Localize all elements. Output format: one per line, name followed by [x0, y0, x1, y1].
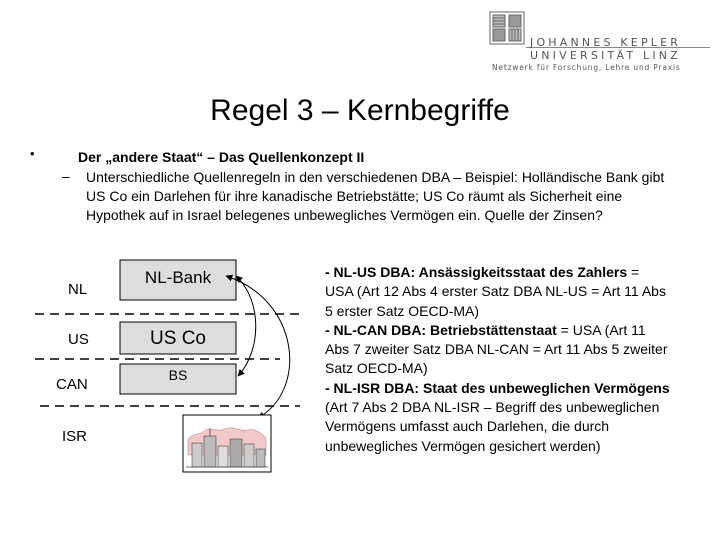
logo-text-line2: UNIVERSITÄT LINZ: [530, 49, 681, 62]
nl-bank-label: NL-Bank: [144, 268, 212, 287]
country-label-can: CAN: [56, 376, 88, 393]
bullet-marker: •: [30, 146, 35, 161]
source-diagram: [35, 259, 300, 473]
nl-can-heading: - NL-CAN DBA: Betriebstättenstaat: [325, 321, 557, 338]
sub-bullet-marker: –: [62, 168, 70, 184]
logo-text-line1: JOHANNES KEPLER: [530, 36, 682, 49]
nl-us-heading: - NL-US DBA: Ansässigkeitsstaat des Zahl…: [325, 264, 628, 280]
country-label-us: US: [68, 331, 89, 348]
us-co-box: [119, 321, 237, 355]
nl-isr-heading: - NL-ISR DBA: Staat des unbeweglichen Ve…: [325, 379, 670, 396]
nl-isr-paragraph: - NL-ISR DBA: Staat des unbeweglichen Ve…: [325, 379, 670, 456]
university-logo: [489, 11, 710, 48]
logo-tagline: Netzwerk für Forschung, Lehre und Praxis: [492, 63, 681, 72]
bs-label: BS: [168, 367, 188, 383]
sub-bullet-text: Unterschiedliche Quellenregeln in den ve…: [86, 169, 665, 223]
country-label-isr: ISR: [62, 428, 88, 445]
nl-us-paragraph: - NL-US DBA: Ansässigkeitsstaat des Zahl…: [325, 263, 670, 321]
slide-title: Regel 3 – Kernbegriffe: [210, 94, 510, 127]
nl-us-text: = USA (Art 12 Abs 4 erster Satz DBA NL-U…: [325, 264, 666, 319]
arrow-nlbank-to-property: [225, 274, 291, 419]
nl-bank-box: [119, 259, 237, 301]
logo-emblem-icon: [489, 11, 525, 45]
nl-can-paragraph: - NL-CAN DBA: Betriebstättenstaat = USA …: [325, 321, 670, 379]
us-co-label: US Co: [150, 328, 206, 349]
bullet-heading: Der „andere Staat“ – Das Quellenkonzept …: [78, 149, 365, 165]
nl-isr-text: (Art 7 Abs 2 DBA NL-ISR – Begriff des un…: [325, 399, 660, 454]
real-estate-icon: [182, 414, 272, 473]
country-label-nl: NL: [68, 281, 88, 298]
nl-can-text: = USA (Art 11 Abs 7 zweiter Satz DBA NL-…: [325, 321, 668, 377]
treaty-explanations: - NL-US DBA: Ansässigkeitsstaat des Zahl…: [325, 263, 670, 456]
arrow-nlbank-to-bs: [235, 275, 257, 377]
